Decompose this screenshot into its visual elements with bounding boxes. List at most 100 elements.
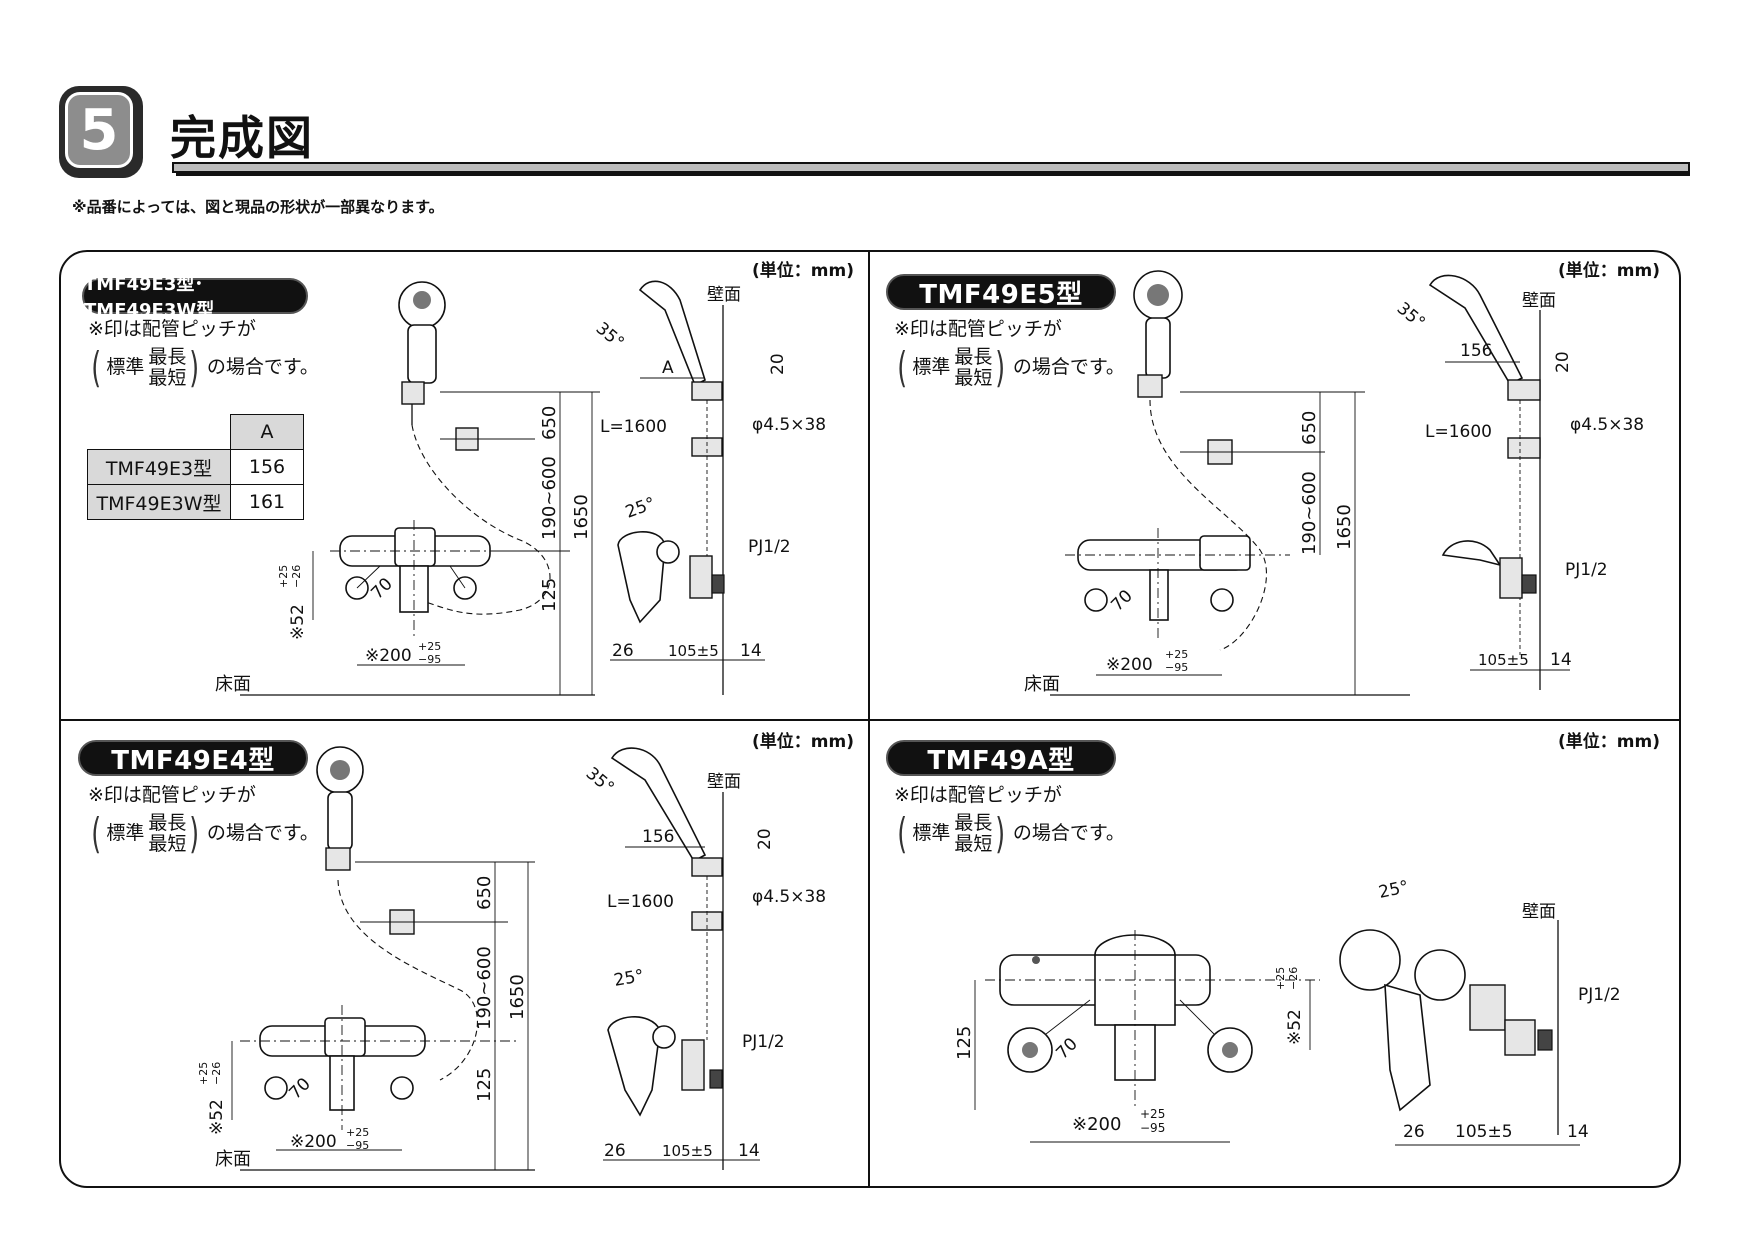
- dim-14: 14: [740, 641, 762, 661]
- table-row: TMF49E3W型 161: [87, 484, 304, 520]
- paren-open: (: [897, 808, 908, 858]
- dim-20: 20: [1553, 351, 1573, 373]
- dim-26: 26: [612, 641, 634, 661]
- pitch-std: 標準: [106, 822, 145, 845]
- elbow-side: [681, 1039, 705, 1091]
- dim-1650: 1650: [507, 974, 528, 1020]
- dim-190-600: 190~600: [474, 946, 495, 1030]
- table-row: TMF49E3型 156: [87, 449, 304, 485]
- dim-650: 650: [474, 876, 495, 910]
- pitch-note: ※印は配管ピッチが ( 標準 最長 最短 ) の場合です。: [88, 784, 319, 855]
- dim-14: 14: [1567, 1122, 1589, 1142]
- pitch-std: 標準: [106, 356, 145, 379]
- dim-200: ※200: [290, 1132, 337, 1152]
- table-header-row: A: [88, 414, 304, 450]
- title-rule-shadow: [176, 171, 1690, 176]
- paren-close: ): [189, 808, 200, 858]
- pitch-stack: 最長 最短: [954, 813, 992, 855]
- pitch-note-row: ( 標準 最長 最短 ) の場合です。: [88, 808, 319, 858]
- shower-holder: [325, 847, 351, 871]
- wall-label: 壁面: [707, 285, 741, 305]
- right-elbow: [1210, 588, 1234, 612]
- dim-52: ※52: [1285, 1009, 1305, 1045]
- dim-52-tol-p: +25: [277, 565, 290, 588]
- hose-length: L=1600: [600, 417, 667, 437]
- dim-52: ※52: [288, 604, 308, 640]
- dim-200-tol-p: +25: [418, 640, 441, 653]
- dim-105: 105±5: [1455, 1122, 1513, 1142]
- dim-650: 650: [1299, 411, 1320, 445]
- floor-label: 床面: [215, 1149, 251, 1170]
- hose-length: L=1600: [607, 892, 674, 912]
- screw-spec: φ4.5×38: [752, 415, 826, 435]
- valve-side: [607, 1016, 661, 1117]
- paren-open: (: [91, 808, 102, 858]
- shower-holder: [1137, 374, 1163, 398]
- pitch-short: 最短: [954, 832, 993, 855]
- paren-close: ): [995, 808, 1006, 858]
- dim-200: ※200: [365, 646, 412, 666]
- dim-125: 125: [474, 1068, 495, 1102]
- screw-spec: φ4.5×38: [1570, 415, 1644, 435]
- table-cell-model: TMF49E3型: [87, 449, 231, 485]
- pitch-long: 最長: [954, 811, 993, 834]
- section-number: 5: [65, 92, 133, 168]
- pitch-stack: 最長 最短: [148, 347, 186, 389]
- dim-190-600: 190~600: [1299, 471, 1320, 555]
- holder-lower: [1507, 437, 1541, 459]
- model-label-a: TMF49A型: [886, 740, 1116, 776]
- dim-52-tol-m: −26: [210, 1062, 223, 1085]
- temperature-knob-side: [1339, 929, 1401, 991]
- elbow-side: [1469, 984, 1506, 1031]
- hose-path: [1149, 399, 1267, 651]
- wall-label: 壁面: [707, 772, 741, 792]
- dim-156: 156: [642, 827, 674, 847]
- unit-label: (単位：mm): [1558, 732, 1660, 752]
- dim-20: 20: [755, 828, 775, 850]
- pitch-note-row: ( 標準 最長 最短 ) の場合です。: [894, 345, 1125, 389]
- dimension-a-table: A TMF49E3型 156 TMF49E3W型 161: [87, 414, 304, 520]
- pj-label: PJ1/2: [1578, 985, 1621, 1005]
- left-elbow: [264, 1076, 288, 1100]
- side-view-a: 壁面 25° PJ1/2 26 105±5 14: [1339, 877, 1621, 1146]
- dim-1650: 1650: [1334, 504, 1355, 550]
- pitch-short: 最短: [148, 832, 187, 855]
- pitch-note-row: ( 標準 最長 最短 ) の場合です。: [88, 342, 319, 392]
- pitch-tail: の場合です。: [206, 356, 319, 379]
- pitch-std: 標準: [912, 356, 951, 379]
- pitch-note: ※印は配管ピッチが ( 標準 最長 最短 ) の場合です。: [894, 784, 1125, 855]
- pitch-tail: の場合です。: [1012, 822, 1125, 845]
- side-view-e3: 壁面 35° A 20 L=1600 φ4.5×38 25° PJ1/2 26 …: [592, 280, 826, 695]
- dim-200-tol-m: −95: [418, 653, 441, 666]
- paren-close: ): [189, 342, 200, 392]
- wall-label: 壁面: [1522, 902, 1556, 922]
- pitch-long: 最長: [148, 345, 187, 368]
- pitch-long: 最長: [954, 345, 993, 368]
- dim-a: A: [662, 358, 674, 378]
- dim-52-tol-p: +25: [197, 1062, 210, 1085]
- screw-spec: φ4.5×38: [752, 887, 826, 907]
- pj-label: PJ1/2: [748, 537, 791, 557]
- pitch-tail: の場合です。: [206, 822, 319, 845]
- hose-path: [411, 424, 551, 615]
- pitch-short: 最短: [954, 366, 993, 389]
- table-cell-value: 161: [230, 484, 304, 520]
- dim-125: 125: [954, 1026, 975, 1060]
- dim-105: 105±5: [662, 1142, 713, 1160]
- dim-190-600: 190~600: [539, 456, 560, 540]
- section-number-badge: 5: [59, 86, 143, 178]
- dim-200-tol-m: −95: [1140, 1121, 1165, 1135]
- pitch-note-line: ※印は配管ピッチが: [88, 784, 256, 806]
- front-view-a: 125 70 ※52 +25 −26 ※200 +25 −95: [954, 930, 1320, 1143]
- spout: [1149, 569, 1169, 621]
- pitch-long: 最長: [148, 811, 187, 834]
- model-label-e3: TMF49E3型･TMF49E3W型: [82, 274, 308, 321]
- dim-70: 70: [1052, 1034, 1081, 1063]
- dim-52-tol-m: −26: [1287, 967, 1300, 990]
- table-header-a: A: [230, 414, 304, 450]
- dim-125: 125: [539, 578, 560, 612]
- panel-divider-horizontal: [59, 719, 1681, 721]
